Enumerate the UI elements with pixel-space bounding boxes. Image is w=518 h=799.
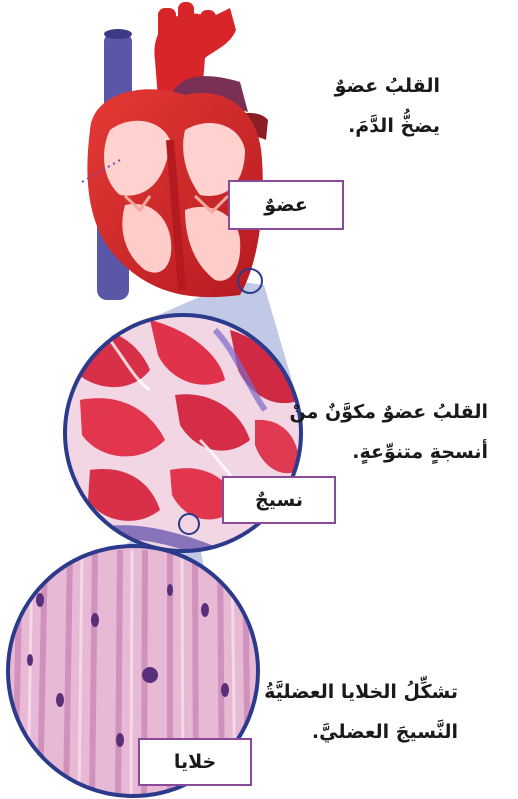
caption-heart: القلبُ عضوٌ يضخُّ الدَّمَ. <box>335 66 440 146</box>
caption-heart-line1: القلبُ عضوٌ <box>335 66 440 106</box>
caption-cells-line2: النَّسيجَ العضليَّ. <box>264 712 458 752</box>
caption-cells: تشكِّلُ الخلايا العضليَّةُ النَّسيجَ الع… <box>264 672 458 752</box>
heart-illustration <box>82 2 268 300</box>
caption-tissue-line1: القلبُ عضوٌ مكوَّنٌ منْ <box>290 392 488 432</box>
caption-cells-line1: تشكِّلُ الخلايا العضليَّةُ <box>264 672 458 712</box>
caption-tissue: القلبُ عضوٌ مكوَّنٌ منْ أنسجةٍ متنوِّعةٍ… <box>290 392 488 472</box>
label-organ: عضوٌ <box>228 180 344 230</box>
label-cells: خلايا <box>138 738 252 786</box>
caption-heart-line2: يضخُّ الدَّمَ. <box>335 106 440 146</box>
label-tissue: نسيجٌ <box>222 476 336 524</box>
caption-tissue-line2: أنسجةٍ متنوِّعةٍ. <box>290 432 488 472</box>
